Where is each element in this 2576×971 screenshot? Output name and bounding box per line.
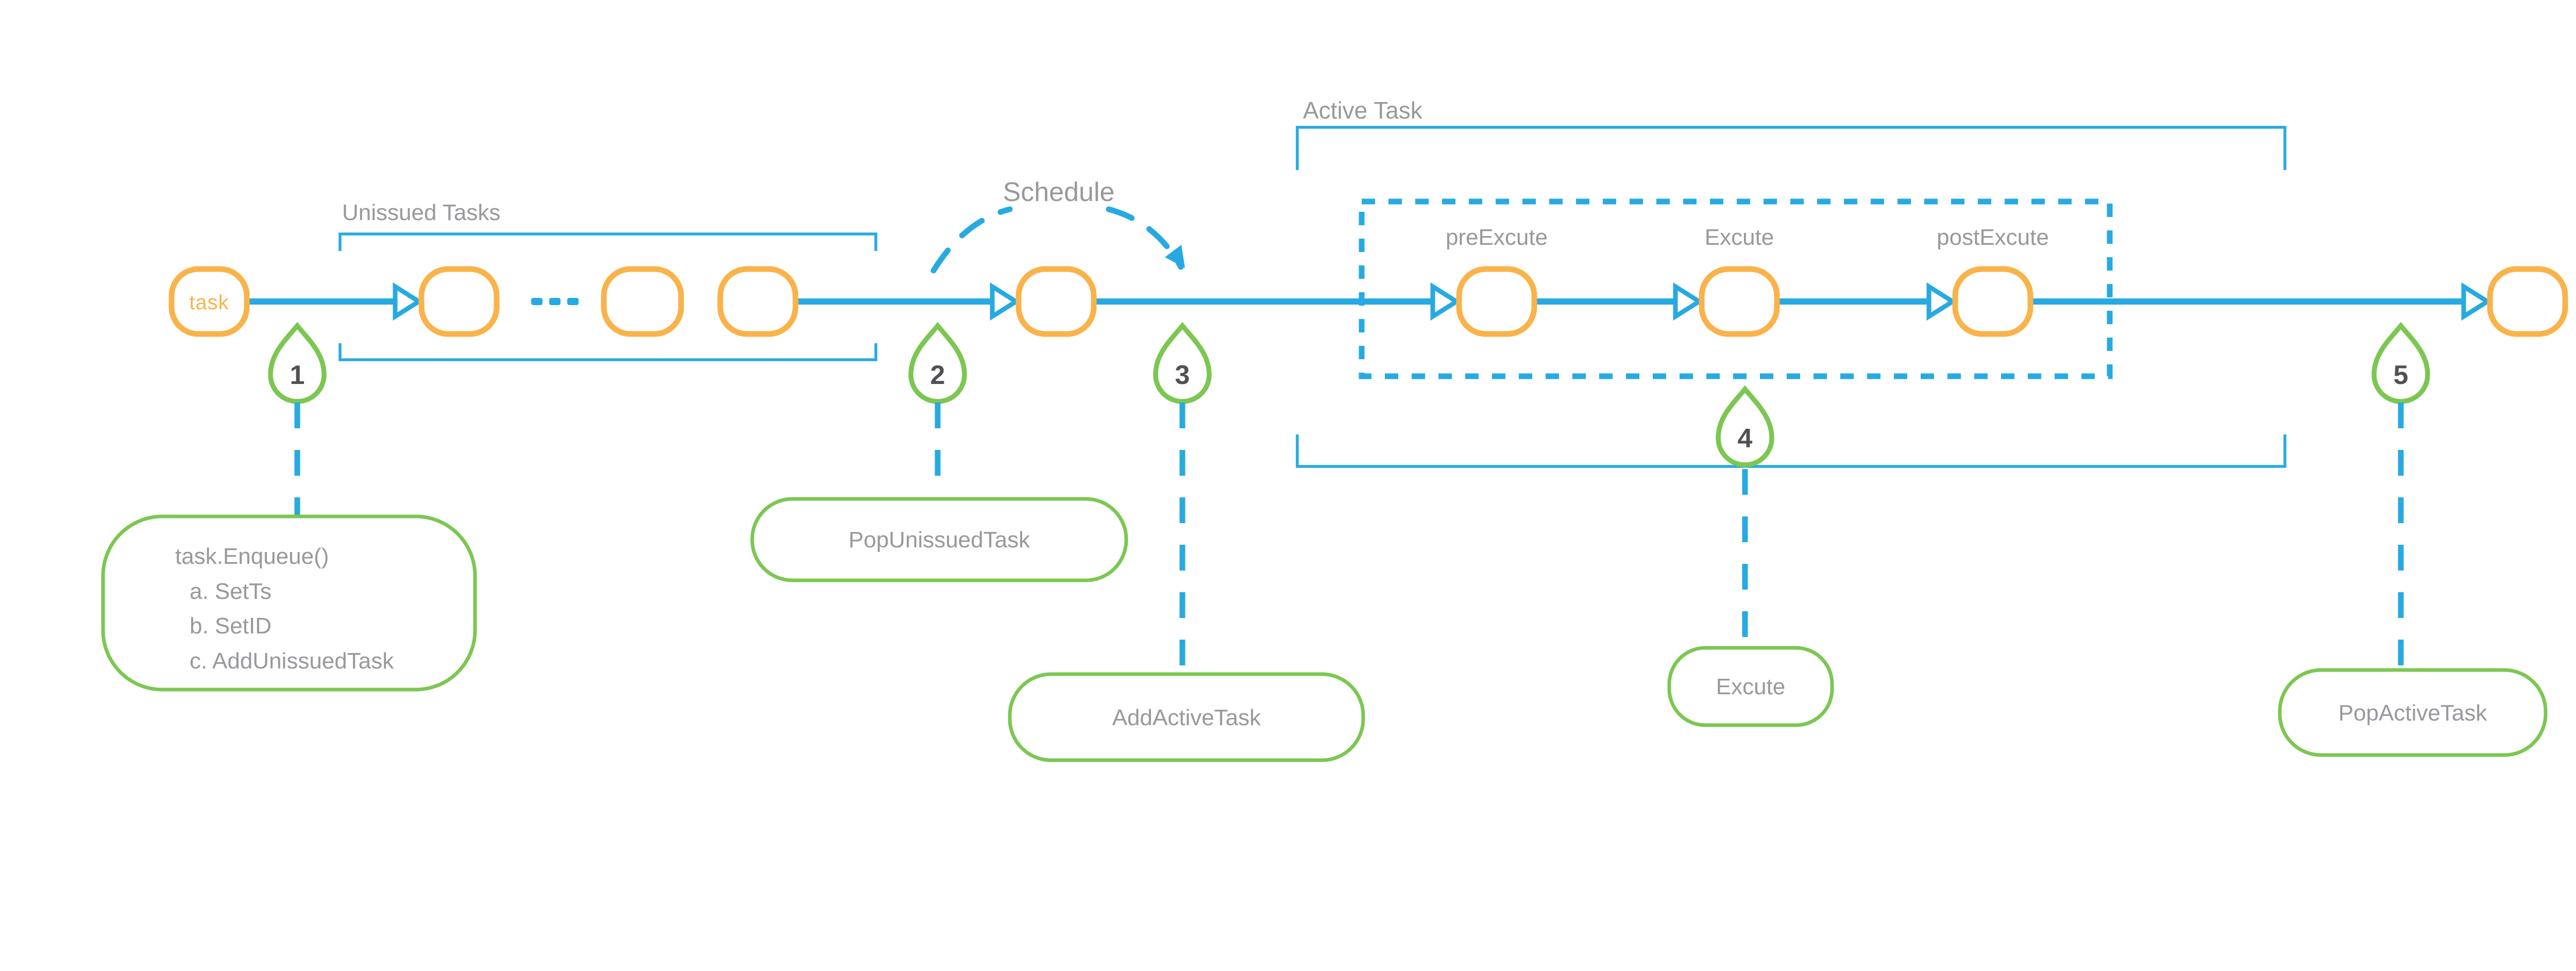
note-enqueue-line-1: task.Enqueue()	[175, 544, 329, 569]
queue-node	[601, 266, 684, 337]
active-task-label: Active Task	[1303, 97, 1423, 124]
arrowhead-icon	[2464, 287, 2487, 316]
schedule-node	[1015, 266, 1097, 337]
schedule-transition: Schedule	[930, 177, 1185, 274]
note-enqueue-line-4: c. AddUnissuedTask	[190, 648, 394, 674]
excute-label: Excute	[1705, 225, 1774, 250]
step-1-number: 1	[290, 360, 305, 390]
step-4-number: 4	[1738, 424, 1753, 454]
note-addactivetask-box	[1008, 672, 1365, 762]
postexcute-label: postExcute	[1937, 225, 2049, 250]
note-boxes: task.Enqueue() a. SetTs b. SetID c. AddU…	[101, 497, 2548, 762]
note-excute-label: Excute	[1716, 674, 1786, 699]
excute-node	[1699, 266, 1780, 337]
end-node	[2487, 266, 2568, 337]
unissued-tasks-bottom-bracket	[338, 343, 877, 361]
marker-note-links	[294, 403, 2404, 709]
start-task-node-label: task	[189, 291, 229, 314]
unissued-tasks-top-bracket	[338, 232, 877, 251]
flow-connectors	[247, 287, 2487, 316]
ellipsis-dot	[531, 298, 543, 305]
arrowhead-icon	[395, 287, 419, 316]
note-enqueue-box	[101, 514, 477, 692]
schedule-arc-left	[930, 206, 1013, 274]
arrowhead-icon	[992, 287, 1016, 316]
step-markers: 1 2 3 4 5	[270, 326, 2428, 465]
note-popunissuedtask-label: PopUnissuedTask	[849, 527, 1030, 553]
start-task-node	[168, 266, 250, 337]
phase-labels: preExcute Excute postExcute	[1446, 225, 2049, 250]
preexcute-node	[1456, 266, 1537, 337]
preexcute-label: preExcute	[1446, 225, 1548, 250]
note-enqueue-line-3: b. SetID	[190, 613, 272, 639]
step-5-number: 5	[2394, 360, 2409, 390]
schedule-arc-right	[1106, 206, 1184, 270]
unissued-tasks-section: Unissued Tasks	[338, 200, 877, 361]
active-task-section: Active Task	[1296, 97, 2286, 468]
step-3-number: 3	[1175, 360, 1190, 390]
note-popactivetask-box	[2278, 668, 2548, 757]
queue-node	[717, 266, 799, 337]
schedule-label: Schedule	[1003, 177, 1115, 207]
step-2-number: 2	[930, 360, 945, 390]
active-task-bottom-bracket	[1296, 434, 2286, 468]
queue-ellipsis-dots	[531, 298, 579, 305]
note-popunissuedtask-box	[750, 497, 1128, 582]
note-addactivetask-label: AddActiveTask	[1112, 705, 1262, 730]
note-popactivetask-label: PopActiveTask	[2338, 700, 2488, 726]
active-task-phase-box	[1359, 198, 2113, 379]
postexcute-node	[1952, 266, 2033, 337]
ellipsis-dot	[567, 298, 579, 305]
schedule-arc-arrowhead-icon	[1165, 245, 1185, 268]
task-nodes: task	[168, 266, 2568, 337]
arrowhead-icon	[1929, 287, 1953, 316]
unissued-tasks-label: Unissued Tasks	[342, 200, 500, 225]
note-enqueue-line-2: a. SetTs	[190, 579, 272, 604]
arrowhead-icon	[1675, 287, 1699, 316]
active-task-top-bracket	[1296, 126, 2286, 170]
note-excute-box	[1667, 646, 1834, 727]
queue-node	[418, 266, 500, 337]
ellipsis-dot	[549, 298, 561, 305]
arrowhead-icon	[1433, 287, 1456, 316]
